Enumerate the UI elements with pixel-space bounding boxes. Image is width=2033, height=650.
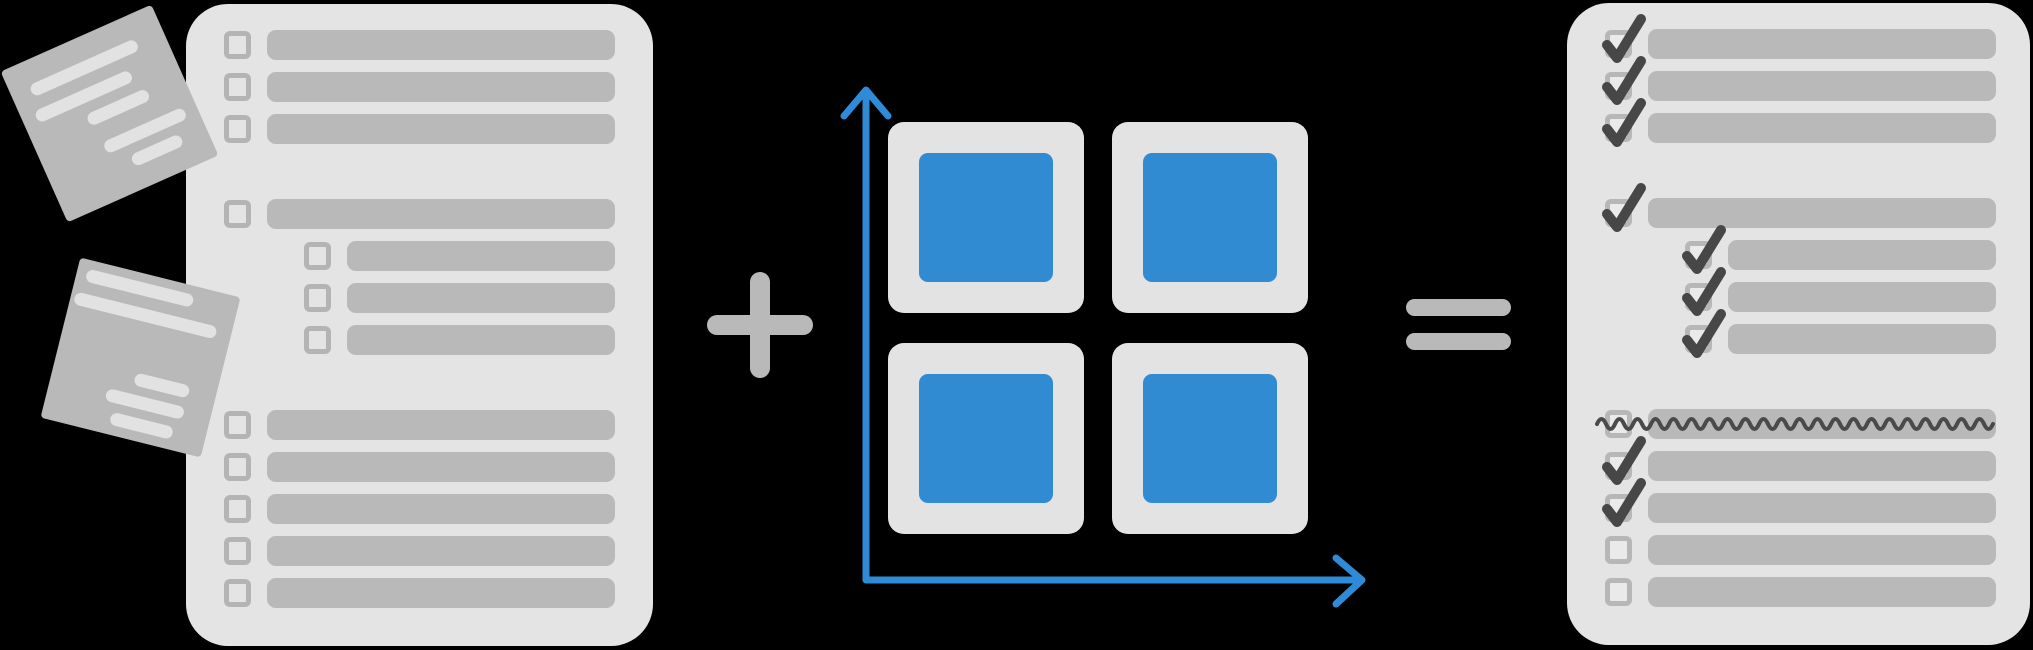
matrix-cell: [1112, 122, 1308, 313]
text-line-bar: [347, 325, 615, 355]
checkbox-icon: [224, 495, 251, 523]
equals-icon: [1406, 299, 1511, 350]
checklist-item-struck: [1567, 409, 2030, 439]
text-line-bar: [1648, 535, 1996, 565]
checklist-item-checked: [1567, 98, 2030, 147]
checklist-subitem-checked: [1567, 225, 2030, 274]
checklist-item: [186, 114, 653, 144]
matrix-cell-fill: [1143, 374, 1277, 503]
checkbox-icon: [1605, 410, 1632, 438]
note-text-line: [72, 291, 218, 340]
text-line-bar: [1728, 282, 1996, 312]
text-line-bar: [267, 72, 615, 102]
matrix-cell-fill: [919, 153, 1053, 282]
checkbox-icon: [304, 284, 331, 312]
text-line-bar: [1648, 113, 1996, 143]
checklist-item-unchecked: [1567, 535, 2030, 565]
checklist-subitem-checked: [1567, 267, 2030, 316]
text-line-bar: [267, 199, 615, 229]
checklist-item-checked: [1567, 478, 2030, 527]
checkbox-icon: [1685, 325, 1712, 353]
checklist-item: [186, 72, 653, 102]
checklist-item: [186, 452, 653, 482]
matrix-cell: [1112, 343, 1308, 534]
text-line-bar: [1648, 198, 1996, 228]
checklist-subitem: [186, 241, 653, 271]
checklist-item: [186, 536, 653, 566]
plus-icon: [707, 272, 813, 378]
checklist-subitem: [186, 325, 653, 355]
checklist-item: [186, 30, 653, 60]
text-line-bar: [347, 241, 615, 271]
checkbox-icon: [224, 31, 251, 59]
text-line-bar: [267, 578, 615, 608]
note-text-line: [133, 372, 191, 399]
checkbox-icon: [1605, 536, 1632, 564]
checklist-section-item-checked: [1567, 183, 2030, 232]
checkbox-icon: [224, 579, 251, 607]
text-line-bar: [1728, 324, 1996, 354]
checkbox-icon: [224, 200, 251, 228]
checkbox-icon: [1605, 494, 1632, 522]
checkbox-icon: [1605, 452, 1632, 480]
text-line-bar: [347, 283, 615, 313]
text-line-bar: [267, 452, 615, 482]
checkbox-icon: [1605, 199, 1632, 227]
checkbox-icon: [224, 537, 251, 565]
matrix-cell: [888, 122, 1084, 313]
y-axis-arrowhead-icon: [840, 86, 892, 120]
text-line-bar: [267, 494, 615, 524]
checkbox-icon: [224, 453, 251, 481]
checkbox-icon: [1605, 114, 1632, 142]
text-line-bar: [267, 30, 615, 60]
text-line-bar: [1648, 29, 1996, 59]
checklist-item: [186, 578, 653, 608]
checkbox-icon: [224, 73, 251, 101]
left-checklist-document: [186, 4, 653, 646]
text-line-bar: [267, 114, 615, 144]
checklist-item-checked: [1567, 14, 2030, 63]
checkbox-icon: [304, 242, 331, 270]
checklist-subitem-checked: [1567, 309, 2030, 358]
matrix-cell: [888, 343, 1084, 534]
checkbox-icon: [1685, 241, 1712, 269]
checkbox-icon: [304, 326, 331, 354]
squiggle-strikethrough-icon: [1595, 417, 1995, 431]
checkbox-icon: [1685, 283, 1712, 311]
checklist-item: [186, 410, 653, 440]
checklist-item-unchecked: [1567, 577, 2030, 607]
note-text-line: [108, 411, 175, 440]
matrix-cell-fill: [1143, 153, 1277, 282]
matrix-cell-fill: [919, 374, 1053, 503]
text-line-bar: [267, 410, 615, 440]
checkbox-icon: [1605, 72, 1632, 100]
text-line-bar: [1648, 577, 1996, 607]
text-line-bar: [1728, 240, 1996, 270]
text-line-bar: [1648, 71, 1996, 101]
checkbox-icon: [224, 411, 251, 439]
checklist-item: [186, 494, 653, 524]
text-line-bar: [1648, 493, 1996, 523]
checklist-item-checked: [1567, 436, 2030, 485]
x-axis-arrowhead-icon: [1332, 554, 1366, 608]
checkbox-icon: [1605, 578, 1632, 606]
text-line-bar: [267, 536, 615, 566]
checklist-item-checked: [1567, 56, 2030, 105]
checklist-section-item: [186, 199, 653, 229]
text-line-bar: [1648, 451, 1996, 481]
checklist-subitem: [186, 283, 653, 313]
checkbox-icon: [224, 115, 251, 143]
right-checklist-document: [1567, 3, 2030, 645]
matrix-axes-icon: [840, 86, 1366, 608]
checkbox-icon: [1605, 30, 1632, 58]
